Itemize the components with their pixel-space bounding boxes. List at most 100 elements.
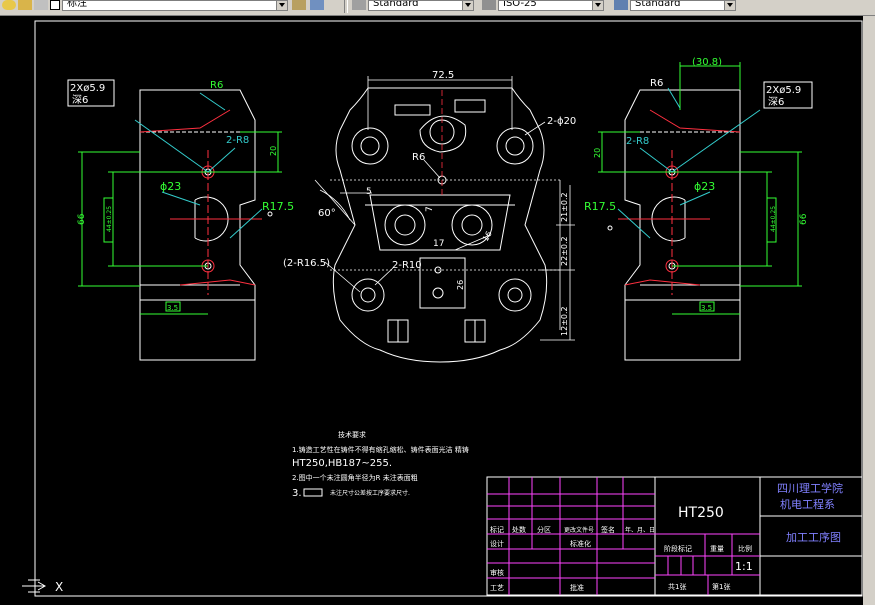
notes-line4b: 未注尺寸公差按工序要求尺寸. (330, 489, 410, 497)
left-red-edge (139, 109, 231, 133)
layer-state-icon[interactable] (310, 0, 324, 10)
right-phi23-label: ϕ23 (694, 180, 715, 193)
hdr-process: 工艺 (490, 584, 504, 592)
left-labels: 2Xø5.9 深6 R6 2-R8 ϕ23 R17.5 20 66 44±0.2… (70, 80, 294, 312)
center-dims (314, 76, 575, 341)
center-angle-label: 60° (318, 208, 336, 219)
title-block (486, 476, 863, 596)
chevron-down-icon[interactable] (462, 1, 473, 10)
left-20-label: 20 (269, 146, 278, 156)
hdr-mark: 标记 (490, 525, 504, 534)
dim-style-combo[interactable]: ISO-25 (498, 0, 604, 11)
ucs-icon (22, 579, 47, 593)
text-style-combo[interactable]: Standard (368, 0, 474, 11)
sun-icon[interactable] (18, 0, 32, 10)
school-name-label: 四川理工学院 (777, 481, 843, 495)
chevron-down-icon[interactable] (276, 1, 287, 10)
right-w-label: 3.5 (701, 304, 712, 312)
center-outline (332, 87, 548, 363)
ucs-x-label: X (55, 580, 63, 594)
hdr-scale: 比例 (738, 544, 752, 553)
left-w-label: 3.5 (167, 304, 178, 312)
color-swatch-icon[interactable] (50, 0, 60, 10)
layer-combo-value: 标注 (67, 0, 87, 9)
hdr-qty: 处数 (512, 525, 526, 534)
text-style-icon[interactable] (352, 0, 366, 10)
left-r175-label: R17.5 (262, 200, 294, 213)
notes-line1: 1.铸造工艺性在铸件不得有缩孔缩松、铸件表面光洁 精铸 (292, 445, 469, 454)
hdr-approve: 批准 (570, 583, 584, 592)
title-block-text: HT250 四川理工学院 机电工程系 加工工序图 标记 处数 分区 更改文件号 … (490, 481, 843, 592)
left-r6-label: R6 (210, 80, 223, 91)
notes-line2: HT250,HB187~255. (292, 458, 392, 469)
left-66-label: 66 (77, 213, 87, 225)
center-21-label: 21±0.2 (560, 192, 569, 222)
center-72-5-label: 72.5 (432, 70, 454, 81)
chevron-down-icon[interactable] (592, 1, 603, 10)
hdr-sign: 签名 (601, 525, 615, 534)
table-style-combo[interactable]: Standard (630, 0, 736, 11)
left-tol-label: 44±0.25 (106, 206, 113, 232)
hdr-design: 设计 (490, 539, 504, 548)
center-r10-label: 2-R10 (392, 260, 422, 271)
dim-style-icon[interactable] (482, 0, 496, 10)
table-style-value: Standard (635, 0, 681, 9)
material-label: HT250 (678, 505, 724, 521)
department-label: 机电工程系 (780, 497, 835, 511)
toolbar: 标注 Standard ISO-25 Standard (0, 0, 875, 16)
right-width-label: (30.8) (692, 57, 722, 68)
right-r6-label: R6 (650, 78, 663, 89)
layer-lock-icon[interactable] (34, 0, 48, 10)
left-phi23-label: ϕ23 (160, 180, 181, 193)
notes-title: 技术要求 (338, 430, 366, 439)
right-labels: 2Xø5.9 深6 R6 (30.8) 2-R8 ϕ23 R17.5 20 66… (584, 57, 809, 312)
hdr-weight: 重量 (710, 545, 724, 553)
table-style-icon[interactable] (614, 0, 628, 10)
right-r8-label: 2-R8 (626, 136, 649, 147)
layer-previous-icon[interactable] (292, 0, 306, 10)
left-view (67, 79, 282, 361)
center-phi20-label: 2-ϕ20 (547, 116, 576, 127)
right-tol-label: 44±0.25 (770, 206, 777, 232)
layer-combo[interactable]: 标注 (62, 0, 288, 11)
hdr-standard: 标准化 (570, 539, 591, 548)
center-r165-label: (2-R16.5) (283, 258, 330, 269)
toolbar-separator (344, 0, 348, 13)
left-outline (139, 89, 256, 361)
hdr-date: 年、月、日 (625, 526, 655, 534)
scale-value: 1:1 (735, 560, 753, 573)
drawing-canvas[interactable]: 2Xø5.9 深6 R6 2-R8 ϕ23 R17.5 20 66 44±0.2… (0, 16, 863, 605)
center-view (332, 87, 548, 363)
center-12-label: 12±0.2 (560, 306, 569, 336)
technical-notes: 技术要求 1.铸造工艺性在铸件不得有缩孔缩松、铸件表面光洁 精铸 HT250,H… (292, 430, 469, 499)
center-r6-label: R6 (412, 152, 425, 163)
center-5-label: 5 (366, 187, 372, 197)
center-labels: 72.5 2-ϕ20 R6 60° 5 7 (2-R16.5) 2-R10 17… (283, 70, 576, 336)
left-holes-label: 2Xø5.9 (70, 83, 105, 94)
right-outline (624, 89, 741, 361)
right-deep-label: 深6 (768, 96, 784, 108)
vertical-scrollbar[interactable] (863, 16, 875, 605)
hdr-zone: 分区 (537, 525, 551, 534)
hdr-stage: 阶段标记 (664, 544, 692, 553)
notes-line4: 3. (292, 488, 302, 499)
drawing-border (34, 20, 863, 597)
chevron-down-icon[interactable] (724, 1, 735, 10)
notes-line3: 2.图中一个未注圆角半径为R 未注表面粗 (292, 473, 418, 482)
right-r175-label: R17.5 (584, 200, 616, 213)
right-view (598, 62, 813, 361)
center-22-label: 22±0.2 (560, 236, 569, 266)
center-17-label: 17 (433, 239, 444, 249)
drawing-name-label: 加工工序图 (786, 530, 841, 544)
layer-bulb-icon[interactable] (2, 0, 16, 10)
hdr-check: 审核 (490, 568, 504, 577)
hdr-docno: 更改文件号 (564, 526, 594, 534)
sheet-number: 第1张 (712, 582, 730, 591)
center-7-label: 7 (425, 206, 435, 212)
right-66-label: 66 (799, 213, 809, 225)
dim-style-value: ISO-25 (503, 0, 537, 9)
left-r8-label: 2-R8 (226, 135, 249, 146)
right-20-label: 20 (593, 148, 602, 158)
center-16-label: 16 (481, 230, 494, 243)
right-holes-label: 2Xø5.9 (766, 85, 801, 96)
